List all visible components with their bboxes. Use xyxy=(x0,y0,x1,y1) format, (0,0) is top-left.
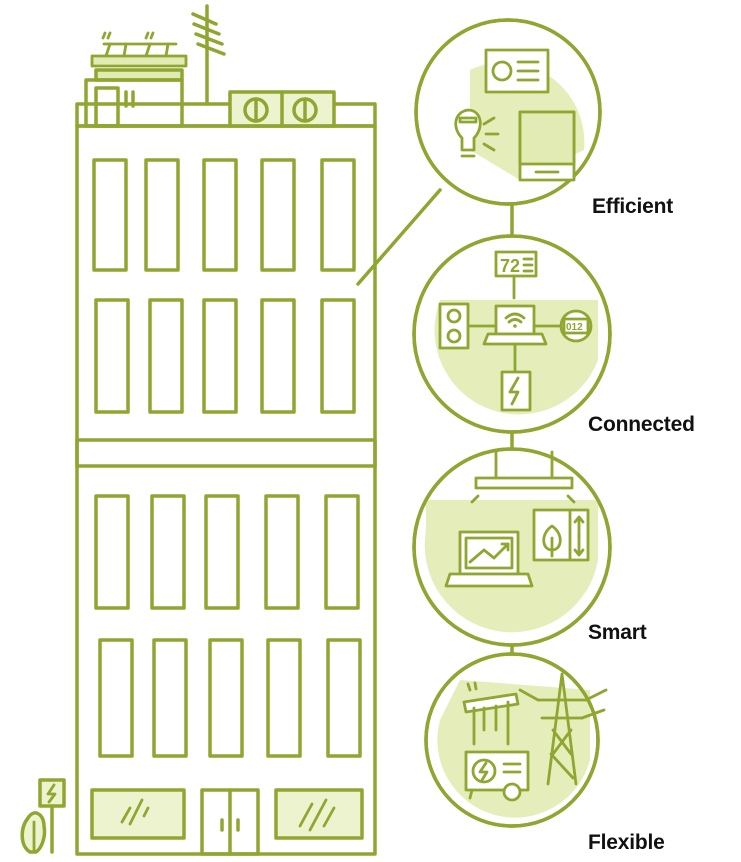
smart-meter-icon: 012 xyxy=(559,309,593,343)
thermostat-icon: 72 xyxy=(494,250,538,300)
solar-panel-icon xyxy=(462,681,520,746)
building-facade xyxy=(75,124,377,856)
smart-circle xyxy=(412,447,612,647)
window-icon xyxy=(326,638,362,758)
window-icon xyxy=(94,494,130,610)
ground-floor xyxy=(90,788,364,856)
building xyxy=(20,4,442,856)
outlet-icon xyxy=(438,302,498,350)
ceiling-light-icon xyxy=(470,450,576,504)
storefront-window-left xyxy=(90,788,186,840)
window-icon xyxy=(148,298,184,414)
window-icon xyxy=(92,158,128,272)
window-icon xyxy=(144,158,180,272)
thermostat-reading: 72 xyxy=(500,256,520,276)
label-connected: Connected xyxy=(588,413,695,436)
efficient-circle xyxy=(414,18,602,206)
antenna-icon xyxy=(191,4,226,106)
flexible-circle xyxy=(424,652,608,828)
lightbulb-icon xyxy=(454,108,500,158)
battery-icon xyxy=(500,370,532,412)
power-tower-icon xyxy=(518,672,608,786)
window-icon xyxy=(208,638,244,758)
label-smart: Smart xyxy=(588,621,647,644)
floor-band xyxy=(75,438,377,468)
window-icon xyxy=(260,158,296,272)
window-icon xyxy=(98,638,134,758)
energy-panel-icon xyxy=(532,508,590,562)
window-icon xyxy=(150,494,186,610)
laptop-wifi-icon xyxy=(482,304,564,374)
meter-reading: 012 xyxy=(566,322,583,333)
connected-circle: 72 012 xyxy=(412,234,612,434)
ev-charger-icon xyxy=(38,778,66,854)
shrub-icon xyxy=(20,811,47,854)
callout-line xyxy=(356,188,442,286)
window-icon xyxy=(204,494,240,610)
hvac-unit-icon xyxy=(228,90,336,128)
window-icon xyxy=(320,298,356,414)
window-icon xyxy=(152,638,188,758)
roof-door xyxy=(94,86,120,128)
window-shade-icon xyxy=(518,110,576,182)
window-icon xyxy=(324,494,360,610)
roof-solar-panel-icon xyxy=(90,31,188,82)
window-icon xyxy=(202,158,238,272)
thermostat-icon xyxy=(484,48,550,94)
window-icon xyxy=(202,298,238,414)
window-icon xyxy=(266,638,302,758)
window-icon xyxy=(94,298,130,414)
window-icon xyxy=(320,158,356,272)
lower-windows xyxy=(94,494,362,758)
window-icon xyxy=(260,298,296,414)
analytics-laptop-icon xyxy=(444,530,534,588)
rooftop-equipment xyxy=(75,4,377,128)
label-flexible: Flexible xyxy=(588,831,665,854)
window-icon xyxy=(264,494,300,610)
label-efficient: Efficient xyxy=(592,195,674,218)
upper-windows xyxy=(92,158,356,414)
generator-icon xyxy=(464,750,530,802)
